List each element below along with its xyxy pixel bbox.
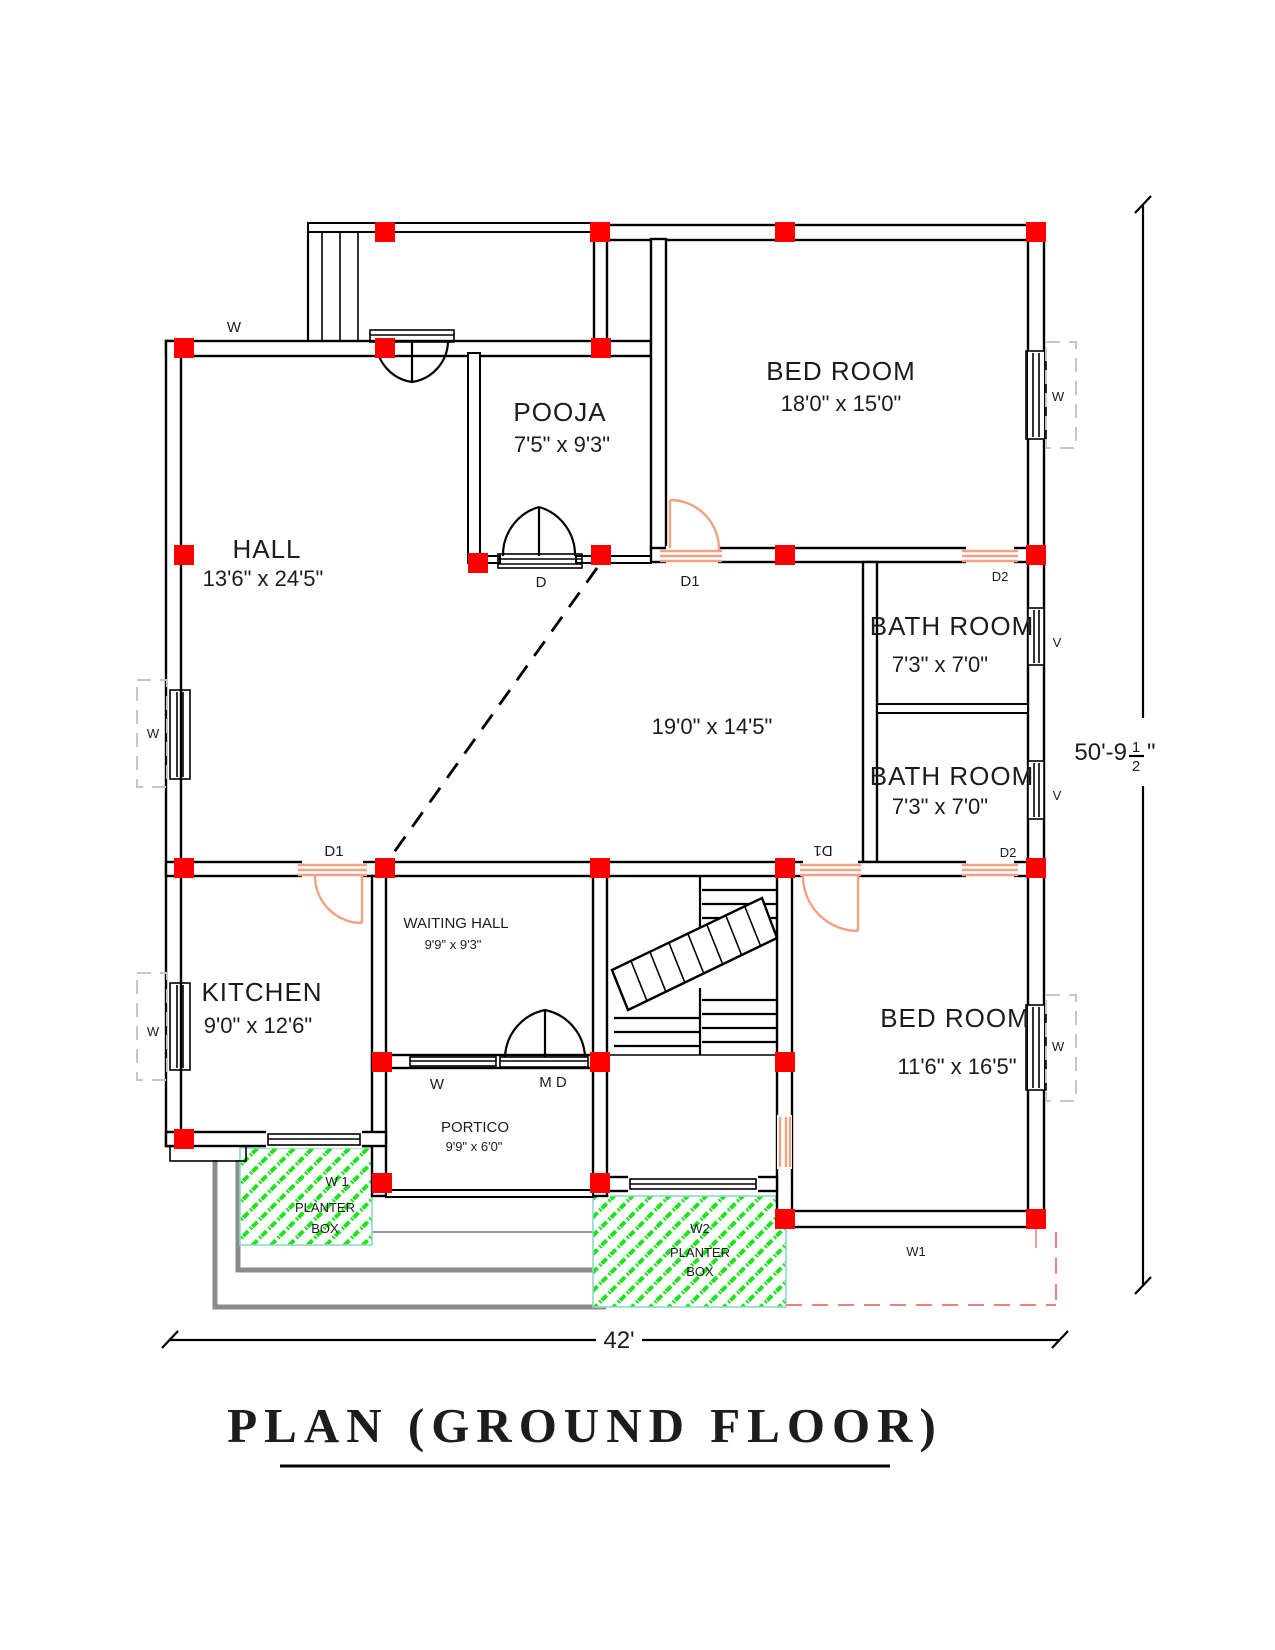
planter-left-w1: W 1 bbox=[325, 1174, 348, 1189]
understair-window-w2-sill bbox=[629, 1178, 757, 1190]
planter-right-line1: PLANTER bbox=[670, 1245, 730, 1260]
window-label-w-hall-west: W bbox=[147, 726, 160, 741]
room-label-waiting-hall: WAITING HALL bbox=[403, 915, 508, 932]
room-label-bath1: BATH ROOM bbox=[870, 611, 1035, 641]
planter-box-left bbox=[239, 1147, 373, 1246]
columns bbox=[174, 222, 1046, 1229]
door-label-d1-stair: D1 bbox=[813, 842, 832, 859]
dim-width-label: 42' bbox=[603, 1327, 634, 1354]
room-label-kitchen: KITCHEN bbox=[201, 977, 322, 1007]
room-size-bath1: 7'3" x 7'0" bbox=[892, 652, 988, 677]
room-label-pooja: POOJA bbox=[513, 397, 606, 427]
room-size-portico: 9'9" x 6'0" bbox=[446, 1139, 503, 1154]
door-d2-bath2 bbox=[962, 863, 1018, 877]
room-size-kitchen: 9'0" x 12'6" bbox=[204, 1013, 312, 1038]
room-size-bedroom-bottom: 11'6" x 16'5" bbox=[897, 1054, 1016, 1079]
window-label-w-kitchen-west: W bbox=[147, 1024, 160, 1039]
opening-labels: W D D1 D2 V V W W W W D1 D1 D2 W M D W1 bbox=[147, 319, 1065, 1259]
diagonal-reference-line bbox=[388, 567, 599, 859]
title-text: PLAN (GROUND FLOOR) bbox=[227, 1398, 943, 1453]
window-label-w-bedroom-top: W bbox=[1052, 389, 1065, 404]
room-label-bedroom-bottom: BED ROOM bbox=[880, 1003, 1030, 1033]
planter-left-line2: BOX bbox=[311, 1221, 339, 1236]
door-d1-bedroom-top bbox=[660, 498, 722, 563]
door-label-d1-kitchen: D1 bbox=[324, 843, 343, 860]
kitchen-window-west bbox=[169, 982, 191, 1071]
window-label-w-portico: W bbox=[430, 1076, 445, 1093]
door-d2-bath1 bbox=[962, 549, 1018, 563]
window-projection-boxes bbox=[136, 341, 1077, 1102]
room-size-central: 19'0" x 14'5" bbox=[652, 714, 773, 739]
dim-height-frac-den: 2 bbox=[1132, 758, 1140, 775]
door-md-portico bbox=[499, 1008, 589, 1068]
dimension-height: 50'-9 1 2 " bbox=[1074, 195, 1156, 1295]
doors bbox=[298, 329, 1018, 1167]
room-size-waiting-hall: 9'9" x 9'3" bbox=[425, 937, 482, 952]
dim-height-main: 50'-9 bbox=[1074, 739, 1127, 766]
door-label-d1-bedroom-top: D1 bbox=[680, 573, 699, 590]
door-d-pooja bbox=[497, 505, 583, 569]
vent-label-v2: V bbox=[1053, 788, 1062, 803]
planter-right-w2: W2 bbox=[690, 1221, 710, 1236]
room-label-portico: PORTICO bbox=[441, 1119, 509, 1136]
drawing-title: PLAN (GROUND FLOOR) bbox=[227, 1398, 943, 1468]
verandah-dashed-outline bbox=[786, 1227, 1057, 1306]
portico-window-sill bbox=[409, 1056, 497, 1067]
room-label-bedroom-top: BED ROOM bbox=[766, 356, 916, 386]
door-label-d2-bath1: D2 bbox=[992, 569, 1009, 584]
kitchen-window-w1-sill bbox=[267, 1133, 361, 1146]
bath1-vent bbox=[1027, 607, 1045, 666]
window-label-w-bedroom-bottom: W bbox=[1052, 1039, 1065, 1054]
dim-height-suffix: " bbox=[1147, 739, 1156, 766]
dim-height-frac-num: 1 bbox=[1132, 739, 1140, 756]
vent-bedroom-bottom-wall bbox=[778, 1117, 792, 1167]
door-label-d-pooja: D bbox=[536, 574, 547, 591]
planter-box-right bbox=[592, 1195, 787, 1308]
bath2-vent bbox=[1027, 760, 1045, 820]
door-d1-stair bbox=[800, 863, 861, 933]
door-w-hall-top bbox=[369, 329, 455, 384]
room-label-hall: HALL bbox=[232, 534, 301, 564]
vent-label-v1: V bbox=[1053, 635, 1062, 650]
window-label-w1-verandah: W1 bbox=[906, 1244, 926, 1259]
planter-left-line1: PLANTER bbox=[295, 1200, 355, 1215]
room-size-bath2: 7'3" x 7'0" bbox=[892, 794, 988, 819]
room-size-bedroom-top: 18'0" x 15'0" bbox=[781, 391, 902, 416]
door-label-d2-bath2: D2 bbox=[1000, 845, 1017, 860]
room-labels: HALL 13'6" x 24'5" POOJA 7'5" x 9'3" BED… bbox=[201, 356, 1035, 1154]
hall-window-west bbox=[169, 689, 191, 780]
staircase bbox=[610, 876, 779, 1055]
door-d1-kitchen bbox=[298, 863, 367, 925]
room-size-pooja: 7'5" x 9'3" bbox=[514, 432, 610, 457]
room-label-bath2: BATH ROOM bbox=[870, 761, 1035, 791]
planter-labels: W 1 PLANTER BOX W2 PLANTER BOX bbox=[295, 1174, 730, 1279]
dimension-width: 42' bbox=[161, 1327, 1069, 1354]
room-size-hall: 13'6" x 24'5" bbox=[203, 566, 324, 591]
window-label-w-hall-top: W bbox=[227, 319, 242, 336]
planter-right-line2: BOX bbox=[686, 1264, 714, 1279]
door-label-md-portico: M D bbox=[539, 1074, 567, 1091]
